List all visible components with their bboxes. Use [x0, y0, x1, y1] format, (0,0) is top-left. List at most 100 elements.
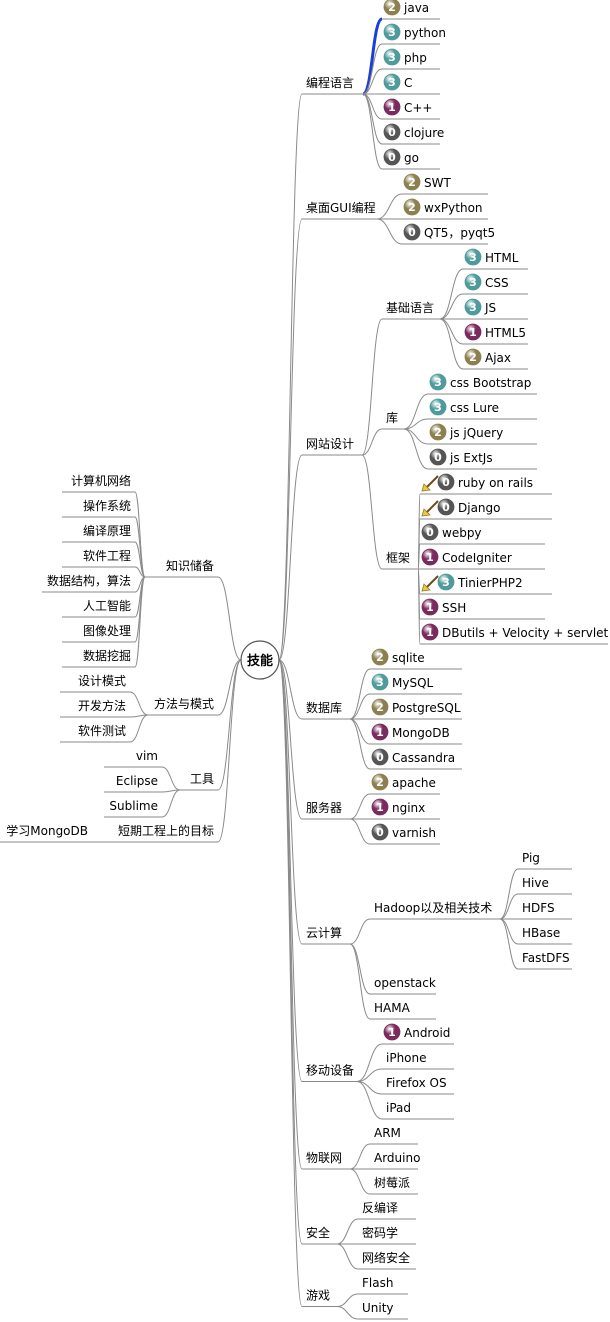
- topic-clojure[interactable]: 0 clojure: [382, 123, 444, 145]
- svg-text:0: 0: [388, 126, 396, 139]
- svg-text:0: 0: [376, 826, 384, 839]
- topic-topic[interactable]: 库: [382, 410, 404, 430]
- topic-topic[interactable]: 数据库: [302, 700, 350, 720]
- topic-hbase[interactable]: HBase: [518, 926, 572, 945]
- topic-fastdfs[interactable]: FastDFS: [518, 951, 572, 970]
- topic-hadoop[interactable]: Hadoop以及相关技术: [370, 901, 500, 920]
- topic-iphone[interactable]: iPhone: [382, 1051, 454, 1070]
- topic-topic[interactable]: 网站设计: [302, 437, 362, 456]
- topic-topic[interactable]: 游戏: [302, 1289, 337, 1307]
- topic-eclipse[interactable]: Eclipse: [104, 774, 162, 793]
- topic-topic[interactable]: 反编译: [358, 1200, 416, 1220]
- topic-label: 方法与模式: [154, 696, 214, 711]
- topic-topic[interactable]: 数据结构，算法: [42, 573, 135, 593]
- topic-pig[interactable]: Pig: [518, 851, 572, 870]
- topic-topic[interactable]: 树莓派: [370, 1175, 418, 1195]
- topic-topic[interactable]: 框架: [382, 551, 418, 570]
- topic-firefox-os[interactable]: Firefox OS: [382, 1076, 454, 1095]
- topic-gui[interactable]: 桌面GUI编程: [302, 200, 377, 220]
- topic-hdfs[interactable]: HDFS: [518, 901, 572, 920]
- topic-label: SSH: [442, 601, 466, 615]
- topic-arm[interactable]: ARM: [370, 1126, 418, 1145]
- root-topic[interactable]: 技能: [240, 640, 280, 680]
- topic-topic[interactable]: 计算机网络: [62, 473, 135, 493]
- topic-arduino[interactable]: Arduino: [370, 1151, 420, 1170]
- topic-topic[interactable]: 编译原理: [62, 523, 135, 543]
- topic-topic[interactable]: 服务器: [302, 800, 350, 820]
- topic-topic[interactable]: 短期工程上的目标: [113, 823, 218, 843]
- topic-topic[interactable]: 基础语言: [382, 301, 440, 320]
- topic-unity[interactable]: Unity: [358, 1301, 408, 1320]
- topic-topic[interactable]: 软件工程: [62, 548, 135, 568]
- topic-topic[interactable]: 物联网: [302, 1151, 350, 1170]
- priority-3-icon: 3: [437, 573, 455, 591]
- topic-label: clojure: [404, 126, 444, 140]
- topic-topic[interactable]: 知识储备: [145, 558, 218, 578]
- topic-topic[interactable]: 数据挖掘: [62, 648, 135, 668]
- topic-label: CSS: [485, 276, 509, 290]
- priority-3-icon: 3: [383, 23, 401, 41]
- topic-topic[interactable]: 图像处理: [62, 624, 135, 643]
- svg-text:1: 1: [426, 601, 434, 614]
- topic-topic[interactable]: 网络安全: [358, 1250, 416, 1270]
- topic-topic[interactable]: 操作系统: [62, 498, 135, 518]
- topic-ipad[interactable]: iPad: [382, 1101, 454, 1120]
- topic-topic[interactable]: 编程语言: [302, 75, 363, 95]
- topic-topic[interactable]: 密码学: [358, 1225, 416, 1245]
- topic-topic[interactable]: 云计算: [302, 925, 350, 945]
- topic-flash[interactable]: Flash: [358, 1276, 408, 1295]
- topic-ssh[interactable]: 1 SSH: [420, 598, 545, 620]
- topic-topic[interactable]: 软件测试: [60, 723, 130, 743]
- topic-vim[interactable]: vim: [104, 749, 162, 768]
- topic-topic[interactable]: 方法与模式: [148, 696, 218, 716]
- topic-mongodb[interactable]: 学习MongoDB: [0, 823, 92, 843]
- topic-hama[interactable]: HAMA: [370, 1001, 436, 1020]
- topic-topic[interactable]: 设计模式: [60, 674, 130, 693]
- topic-sublime[interactable]: Sublime: [104, 799, 162, 818]
- topic-label: webpy: [442, 526, 482, 540]
- topic-topic[interactable]: 工具: [180, 772, 218, 791]
- priority-0-icon: 0: [437, 473, 455, 491]
- topic-hive[interactable]: Hive: [518, 876, 572, 895]
- topic-topic[interactable]: 安全: [302, 1225, 337, 1245]
- priority-2-icon: 2: [464, 348, 482, 366]
- topic-topic[interactable]: 开发方法: [60, 698, 130, 718]
- svg-text:3: 3: [469, 301, 477, 314]
- topic-topic[interactable]: 人工智能: [62, 598, 135, 618]
- topic-topic[interactable]: 移动设备: [302, 1064, 357, 1082]
- topic-openstack[interactable]: openstack: [370, 976, 436, 995]
